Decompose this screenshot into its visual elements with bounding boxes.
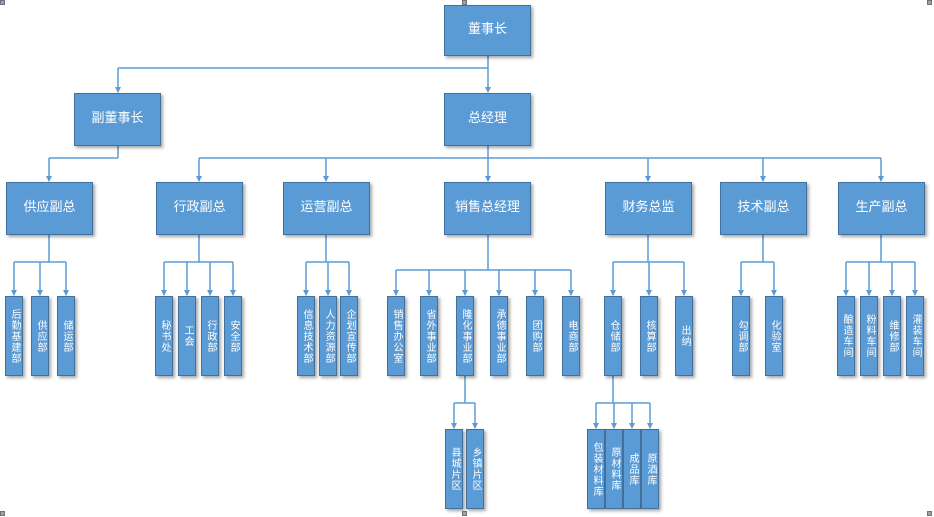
- vp-admin-label: 行政副总: [173, 200, 226, 216]
- secretary-office-box[interactable]: 秘书处: [155, 296, 173, 376]
- planning-pr-box[interactable]: 企划宣传部: [340, 296, 358, 376]
- general-manager-box[interactable]: 总经理: [444, 93, 531, 146]
- cashier-label: 出纳: [679, 325, 690, 347]
- bottling-workshop-label: 灌装车间: [910, 314, 921, 358]
- maintenance-box[interactable]: 维修部: [883, 296, 901, 376]
- group-purchase-box[interactable]: 团购部: [526, 296, 544, 376]
- raw-material-store-label: 原材料库: [609, 447, 620, 491]
- maintenance-label: 维修部: [887, 319, 898, 353]
- cashier-box[interactable]: 出纳: [675, 296, 693, 376]
- sales-gm-box[interactable]: 销售总经理: [444, 182, 531, 235]
- accounting-label: 核算部: [644, 319, 655, 353]
- supply-dept-label: 供应部: [35, 319, 46, 353]
- raw-material-store-box[interactable]: 原材料库: [605, 429, 623, 509]
- outer-province-box[interactable]: 省外事业部: [420, 296, 438, 376]
- vice-chairman-label: 副董事长: [91, 111, 144, 127]
- storage-transport-box[interactable]: 储运部: [57, 296, 75, 376]
- brewing-workshop-box[interactable]: 酿造车间: [837, 296, 855, 376]
- base-liquor-box[interactable]: 原酒库: [641, 429, 659, 509]
- crushing-workshop-box[interactable]: 粉料车间: [860, 296, 878, 376]
- vp-supply-label: 供应副总: [23, 200, 76, 216]
- county-area-box[interactable]: 县城片区: [445, 429, 463, 509]
- vp-production-label: 生产副总: [855, 200, 908, 216]
- outer-province-label: 省外事业部: [424, 308, 435, 364]
- resize-handle-top-right[interactable]: [927, 0, 932, 5]
- ecommerce-box[interactable]: 电商部: [562, 296, 580, 376]
- ecommerce-label: 电商部: [566, 319, 577, 353]
- secretary-office-label: 秘书处: [159, 319, 170, 353]
- group-purchase-label: 团购部: [530, 319, 541, 353]
- chengde-dept-box[interactable]: 承德事业部: [490, 296, 508, 376]
- resize-handle-bottom-left[interactable]: [0, 511, 5, 516]
- logistics-infra-label: 后勤基建部: [9, 308, 20, 364]
- finished-goods-label: 成品库: [627, 452, 638, 486]
- cfo-label: 财务总监: [622, 200, 675, 216]
- it-dept-label: 信息技术部: [301, 308, 312, 364]
- resize-handle-top-left[interactable]: [0, 0, 5, 5]
- vp-production-box[interactable]: 生产副总: [838, 182, 925, 235]
- resize-handle-bottom-right[interactable]: [927, 511, 932, 516]
- hr-dept-label: 人力资源部: [323, 308, 334, 364]
- town-area-box[interactable]: 乡镇片区: [466, 429, 484, 509]
- supply-dept-box[interactable]: 供应部: [31, 296, 49, 376]
- lab-label: 化验室: [769, 319, 780, 353]
- longhua-dept-label: 隆化事业部: [460, 308, 471, 364]
- it-dept-box[interactable]: 信息技术部: [297, 296, 315, 376]
- lab-box[interactable]: 化验室: [765, 296, 783, 376]
- vp-admin-box[interactable]: 行政副总: [156, 182, 243, 235]
- chengde-dept-label: 承德事业部: [494, 308, 505, 364]
- warehouse-box[interactable]: 仓储部: [604, 296, 622, 376]
- sales-office-box[interactable]: 销售办公室: [387, 296, 405, 376]
- chairman-box[interactable]: 董事长: [444, 5, 531, 56]
- vp-tech-box[interactable]: 技术副总: [720, 182, 807, 235]
- chairman-label: 董事长: [467, 22, 507, 38]
- planning-pr-label: 企划宣传部: [344, 308, 355, 364]
- vice-chairman-box[interactable]: 副董事长: [74, 93, 161, 146]
- accounting-box[interactable]: 核算部: [640, 296, 658, 376]
- resize-handle-top-center[interactable]: [462, 0, 467, 5]
- packaging-store-box[interactable]: 包装材料库: [587, 429, 605, 509]
- resize-handle-bottom-center[interactable]: [462, 511, 467, 516]
- longhua-dept-box[interactable]: 隆化事业部: [456, 296, 474, 376]
- hr-dept-box[interactable]: 人力资源部: [319, 296, 337, 376]
- storage-transport-label: 储运部: [61, 319, 72, 353]
- union-label: 工会: [182, 325, 193, 347]
- union-box[interactable]: 工会: [178, 296, 196, 376]
- vp-supply-box[interactable]: 供应副总: [6, 182, 93, 235]
- blending-label: 勾调部: [736, 319, 747, 353]
- base-liquor-label: 原酒库: [645, 452, 656, 486]
- finished-goods-box[interactable]: 成品库: [623, 429, 641, 509]
- sales-office-label: 销售办公室: [391, 308, 402, 364]
- warehouse-label: 仓储部: [608, 319, 619, 353]
- admin-dept-label: 行政部: [205, 319, 216, 353]
- blending-box[interactable]: 勾调部: [732, 296, 750, 376]
- town-area-label: 乡镇片区: [470, 447, 481, 491]
- county-area-label: 县城片区: [449, 447, 460, 491]
- admin-dept-box[interactable]: 行政部: [201, 296, 219, 376]
- vp-operations-box[interactable]: 运营副总: [283, 182, 370, 235]
- bottling-workshop-box[interactable]: 灌装车间: [906, 296, 924, 376]
- cfo-box[interactable]: 财务总监: [605, 182, 692, 235]
- sales-gm-label: 销售总经理: [454, 200, 520, 216]
- packaging-store-label: 包装材料库: [591, 441, 602, 497]
- brewing-workshop-label: 酿造车间: [841, 314, 852, 358]
- vp-tech-label: 技术副总: [737, 200, 790, 216]
- vp-operations-label: 运营副总: [300, 200, 353, 216]
- safety-dept-label: 安全部: [228, 319, 239, 353]
- logistics-infra-box[interactable]: 后勤基建部: [5, 296, 23, 376]
- general-manager-label: 总经理: [467, 111, 507, 127]
- safety-dept-box[interactable]: 安全部: [224, 296, 242, 376]
- crushing-workshop-label: 粉料车间: [864, 314, 875, 358]
